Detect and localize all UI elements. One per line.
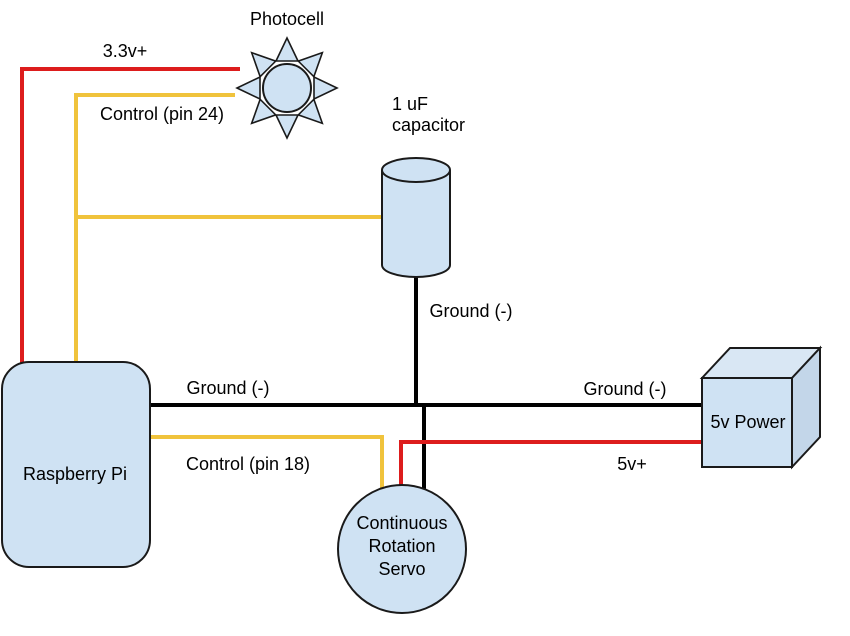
photocell-ray bbox=[250, 97, 278, 125]
wire-ground-power-label: Ground (-) bbox=[583, 379, 667, 399]
capacitor-body bbox=[381, 170, 451, 278]
power-supply-label: 5v Power bbox=[710, 412, 786, 432]
wire-control-pin24-label: Control (pin 24) bbox=[99, 104, 225, 124]
capacitor-label-line1: 1 uF bbox=[392, 94, 429, 114]
photocell-ray bbox=[296, 51, 324, 79]
photocell-ray bbox=[235, 75, 261, 101]
photocell-body bbox=[262, 63, 312, 113]
wire-3v3-power bbox=[20, 67, 240, 366]
photocell-ray bbox=[274, 114, 300, 140]
photocell-icon bbox=[235, 36, 339, 140]
photocell-label: Photocell bbox=[249, 9, 325, 29]
photocell-ray bbox=[274, 36, 300, 62]
wire-ground-pi-label: Ground (-) bbox=[186, 378, 270, 398]
wire-control-pin18 bbox=[150, 435, 384, 490]
raspberry-pi-label: Raspberry Pi bbox=[22, 464, 128, 484]
power-supply-shape bbox=[699, 345, 823, 470]
wire-control-pin24 bbox=[74, 93, 235, 366]
power-supply-front-face bbox=[701, 377, 793, 468]
capacitor-shape bbox=[381, 157, 451, 278]
capacitor-top bbox=[381, 157, 451, 183]
photocell-rays bbox=[235, 36, 339, 140]
capacitor-label: 1 uF capacitor bbox=[392, 94, 465, 136]
wire-control-pin18-label: Control (pin 18) bbox=[185, 454, 311, 474]
servo-label-line2: Rotation bbox=[368, 536, 436, 556]
servo-label-line3: Servo bbox=[378, 559, 426, 579]
capacitor-label-line2: capacitor bbox=[392, 115, 466, 135]
raspberry-pi-shape bbox=[1, 361, 151, 568]
photocell-ray bbox=[296, 97, 324, 125]
wire-3v3-label: 3.3v+ bbox=[102, 41, 148, 61]
servo-shape bbox=[337, 484, 467, 614]
servo-label: Continuous Rotation Servo bbox=[356, 512, 447, 581]
wire-5v-label: 5v+ bbox=[617, 454, 647, 474]
photocell-ray bbox=[313, 75, 339, 101]
wire-5v-power bbox=[399, 440, 704, 490]
photocell-ray bbox=[250, 51, 278, 79]
wire-ground-capacitor-label: Ground (-) bbox=[429, 301, 513, 321]
servo-label-line1: Continuous bbox=[356, 513, 448, 533]
